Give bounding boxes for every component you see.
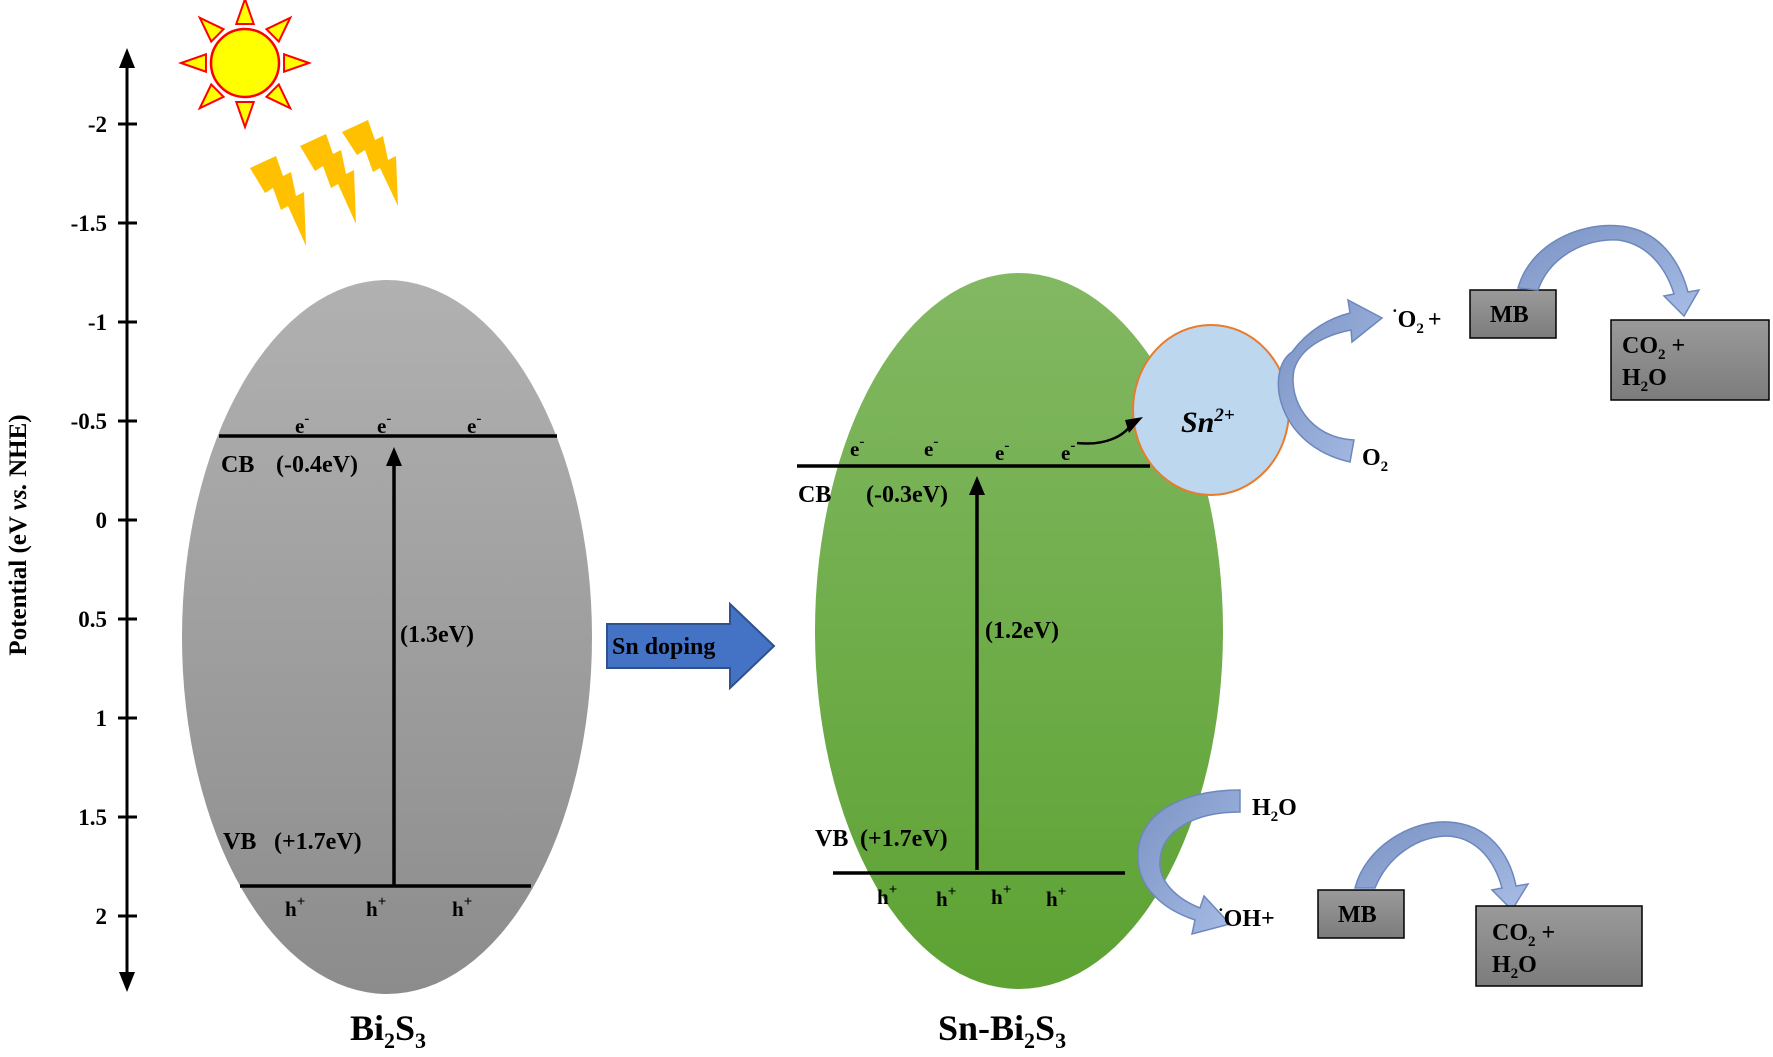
products-box-upper xyxy=(1610,319,1770,401)
axis-tick-label: 1.5 xyxy=(78,805,107,830)
bi2s3-ellipse xyxy=(182,280,592,994)
o2-to-superoxide-arrow xyxy=(1277,298,1384,463)
bi2s3-band-structure: e- e- e- CB (-0.4eV) (1.3eV) VB (+1.7eV)… xyxy=(182,280,592,1053)
axis-tick-label: -2 xyxy=(88,112,107,137)
bi2s3-electron-3: e- xyxy=(467,411,481,438)
sn-bi2s3-electron-3: e- xyxy=(995,438,1009,465)
h2o-label-lower: H2O xyxy=(1492,952,1537,982)
co2-label-upper: CO2 + xyxy=(1622,333,1685,363)
lightning-bolt-2 xyxy=(300,134,356,224)
h2o-label-upper: H2O xyxy=(1622,365,1667,395)
bi2s3-gap-value: (1.3eV) xyxy=(400,622,474,648)
lightning-bolt-1 xyxy=(250,156,306,246)
axis-arrow-bottom xyxy=(119,972,135,992)
superoxide-pathway: O2 ·O2+ MB CO2 + H2O xyxy=(1277,224,1770,475)
sn-bi2s3-electron-4: e- xyxy=(1061,438,1075,465)
sn-doping-arrow: Sn doping xyxy=(606,601,776,691)
potential-axis: -2 -1.5 -1 -0.5 0 0.5 1 1.5 2 Potential (eV vs. … xyxy=(5,48,137,992)
sn-bi2s3-arrow-head xyxy=(969,476,985,495)
sun-ray xyxy=(234,101,256,131)
lightning-icon xyxy=(250,120,398,246)
axis-tick-label: -0.5 xyxy=(71,409,107,434)
mb-label-upper: MB xyxy=(1490,302,1529,328)
axis-tick-label: 2 xyxy=(96,904,108,929)
sn-bi2s3-ellipse xyxy=(815,273,1223,989)
axis-title: Potential (eV vs. NHE) xyxy=(5,414,32,655)
sn-bi2s3-vb-value: (+1.7eV) xyxy=(860,826,948,852)
lightning-bolt-3 xyxy=(342,120,398,206)
sn-bi2s3-vb-label: VB xyxy=(815,826,848,852)
sun-ray xyxy=(234,0,256,25)
axis-tick-label: -1 xyxy=(88,310,107,335)
bi2s3-cb-value: (-0.4eV) xyxy=(276,452,358,478)
sn-bi2s3-band-structure: e- e- e- e- CB (-0.3eV) (1.2eV) VB (+1.7… xyxy=(797,273,1223,1053)
sn-bi2s3-hole-3: h+ xyxy=(991,882,1011,909)
sun-ray xyxy=(197,82,226,111)
sun-icon xyxy=(177,0,313,131)
sn-bi2s3-electron-1: e- xyxy=(850,434,864,461)
o2-label: O2 xyxy=(1362,445,1388,475)
sun-ray xyxy=(264,82,293,111)
hydroxyl-pathway: H2O ·OH+ MB CO2 + H2O xyxy=(1137,789,1643,987)
mb-box-lower xyxy=(1317,889,1405,939)
bi2s3-cb-label: CB xyxy=(221,452,254,478)
bi2s3-vb-value: (+1.7eV) xyxy=(274,829,362,855)
sn-bi2s3-hole-4: h+ xyxy=(1046,884,1066,911)
sun-ray xyxy=(177,52,207,74)
bi2s3-electron-1: e- xyxy=(295,411,309,438)
h2o-to-hydroxyl-arrow xyxy=(1137,789,1241,936)
co2-label-lower: CO2 + xyxy=(1492,920,1555,950)
bi2s3-name: Bi2S3 xyxy=(350,1008,426,1053)
sn-bi2s3-cb-label: CB xyxy=(798,482,831,508)
sn-bi2s3-gap-value: (1.2eV) xyxy=(985,618,1059,644)
mb-to-products-arrow-upper xyxy=(1517,224,1701,318)
mb-label-lower: MB xyxy=(1338,902,1377,928)
bi2s3-vb-label: VB xyxy=(223,829,256,855)
axis-tick-label: 0 xyxy=(96,508,108,533)
bi2s3-hole-3: h+ xyxy=(452,894,472,921)
sn-bi2s3-cb-value: (-0.3eV) xyxy=(866,482,948,508)
axis-tick-label: 1 xyxy=(96,706,108,731)
mb-to-products-arrow-lower xyxy=(1354,821,1530,912)
sn-bi2s3-hole-2: h+ xyxy=(936,884,956,911)
sun-ray xyxy=(283,52,313,74)
electron-transfer-arrow-head xyxy=(1125,417,1143,433)
axis-tick-label: -1.5 xyxy=(71,211,107,236)
sn-bi2s3-hole-1: h+ xyxy=(877,882,897,909)
sn-doping-label: Sn doping xyxy=(612,634,715,660)
bi2s3-hole-2: h+ xyxy=(366,894,386,921)
sn-bi2s3-electron-2: e- xyxy=(924,434,938,461)
superoxide-label: ·O2+ xyxy=(1392,301,1442,337)
products-box-lower xyxy=(1475,905,1643,987)
bi2s3-hole-1: h+ xyxy=(285,894,305,921)
bi2s3-electron-2: e- xyxy=(377,411,391,438)
axis-tick-label: 0.5 xyxy=(78,607,107,632)
bi2s3-arrow-head xyxy=(386,447,402,466)
sun-ray xyxy=(264,15,293,44)
sun-ray xyxy=(197,15,226,44)
sn-bi2s3-name: Sn-Bi2S3 xyxy=(938,1008,1066,1053)
axis-arrow-top xyxy=(119,48,135,68)
sn2-label: Sn2+ xyxy=(1181,405,1235,439)
sn2-ion-bubble: Sn2+ xyxy=(1076,324,1290,496)
h2o-reactant-label: H2O xyxy=(1252,795,1297,825)
hydroxyl-label: ·OH+ xyxy=(1218,900,1275,932)
mb-box-upper xyxy=(1469,289,1557,339)
